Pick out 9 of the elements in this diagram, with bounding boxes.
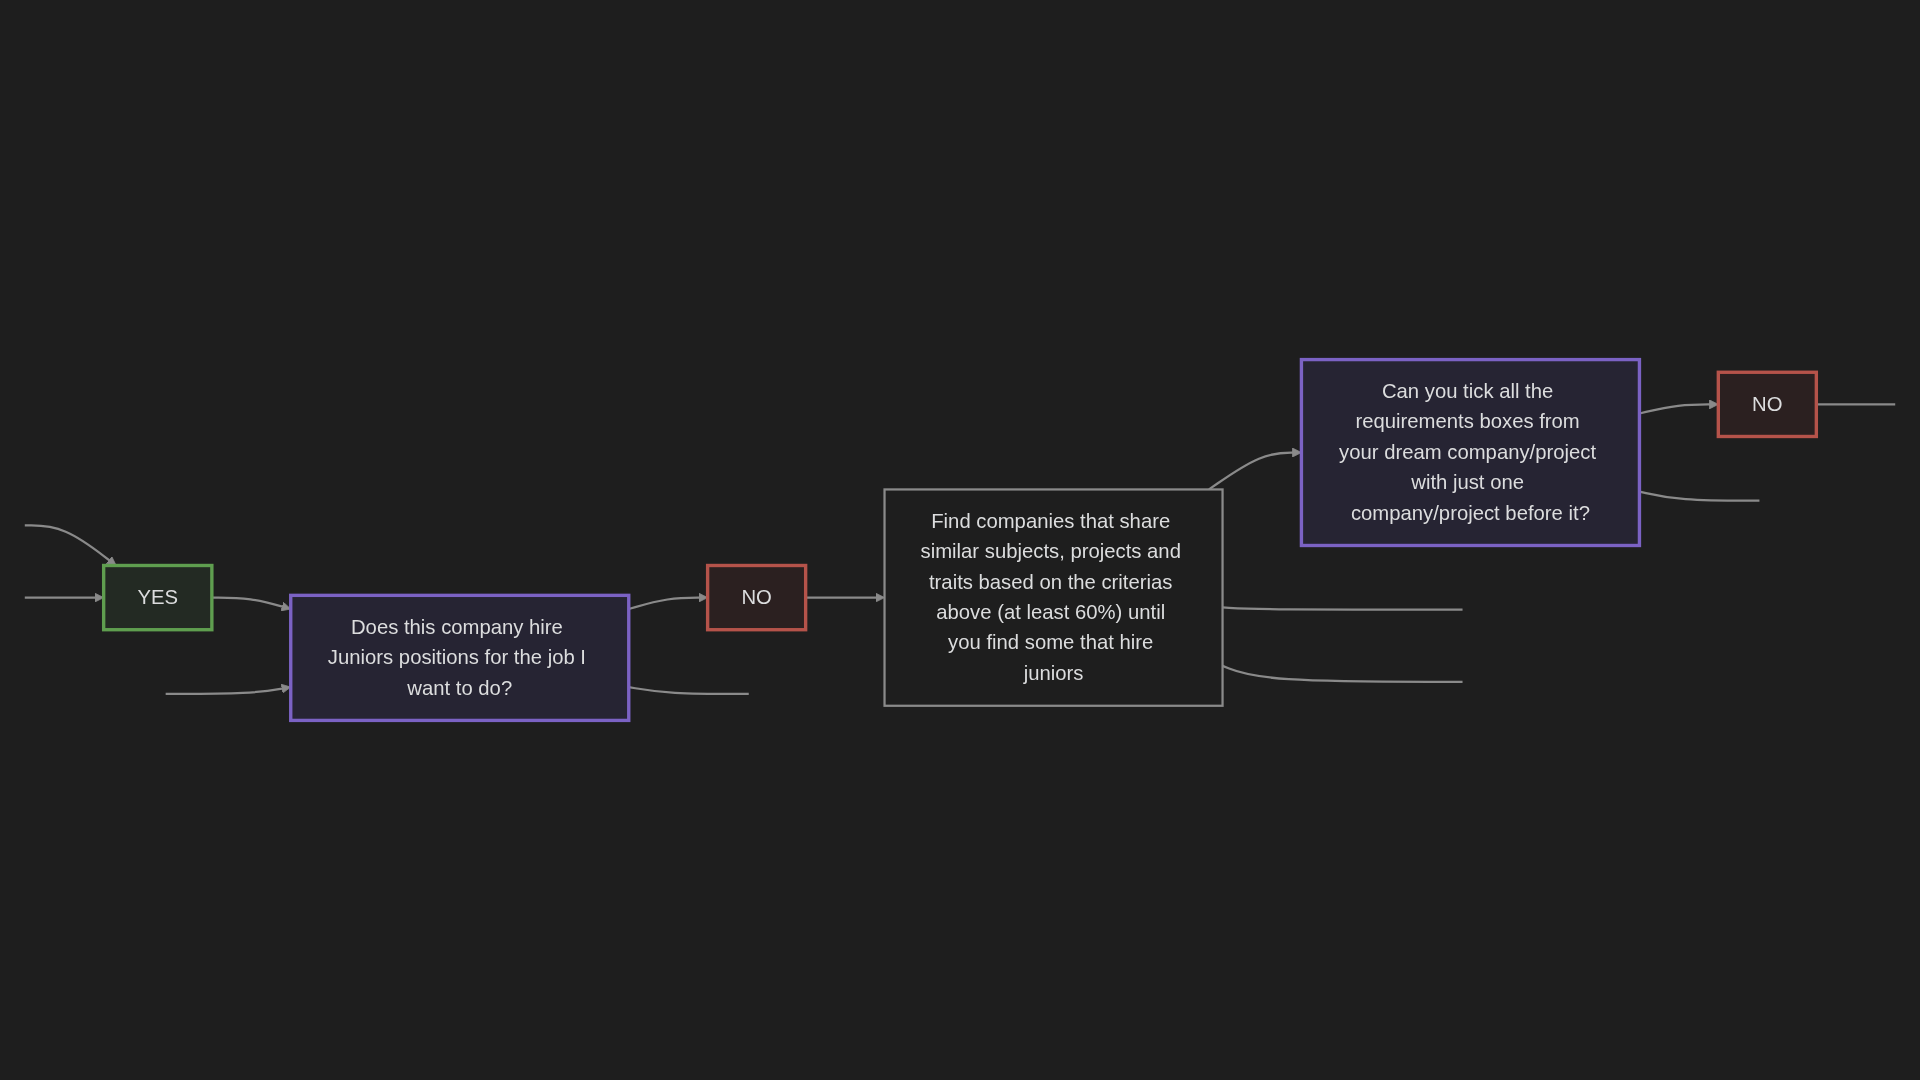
connector — [1222, 606, 1463, 611]
connector — [1222, 664, 1463, 683]
node-box: Can you tick all the requirements boxes from your dream company/project with just one company/project before it? — [1299, 357, 1642, 548]
node-box: Find companies that share similar subjects, projects and traits based on the criterias above (at least 60%) until you find some that hire juniors — [883, 488, 1224, 707]
arrow — [24, 524, 117, 566]
node-box: NO — [705, 563, 808, 632]
node-box: YES — [101, 563, 214, 632]
node-box: Does this company hire Juniors positions for the job I want to do? — [289, 593, 631, 723]
node-box: NO — [1716, 370, 1819, 439]
